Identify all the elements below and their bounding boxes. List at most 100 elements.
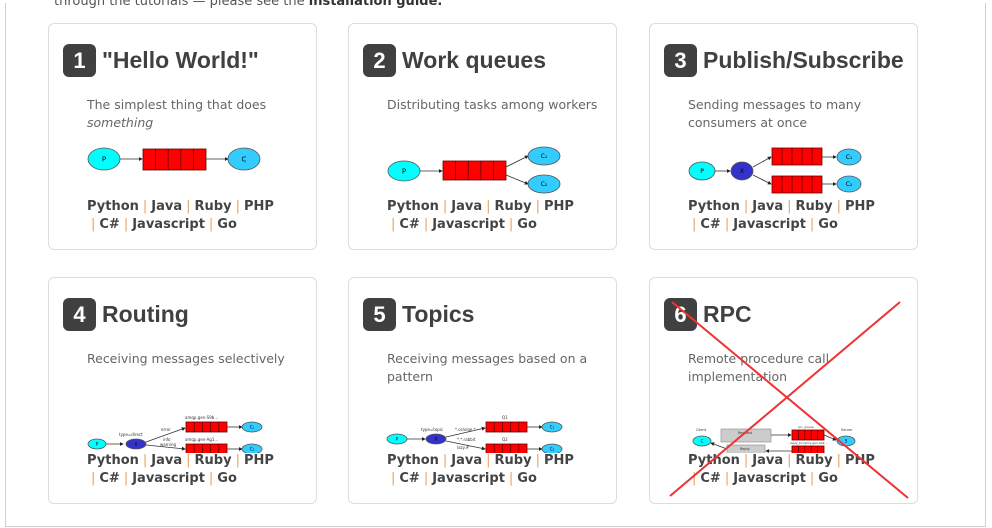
lang-link-python[interactable]: Python — [87, 199, 139, 214]
lang-link-ruby[interactable]: Ruby — [194, 453, 232, 468]
lang-link-go[interactable]: Go — [818, 217, 838, 232]
lang-link-java[interactable]: Java — [752, 453, 784, 468]
lang-link-python[interactable]: Python — [688, 199, 740, 214]
diagram-label: type=direct — [119, 432, 143, 437]
tutorial-number-badge: 4 — [63, 298, 96, 331]
lang-link-php[interactable]: PHP — [543, 453, 574, 468]
diagram-label: Reply — [740, 447, 750, 451]
diagram-label: *.orange.* — [455, 427, 476, 432]
lang-link-python[interactable]: Python — [688, 453, 740, 468]
language-links: Python|Java|Ruby|PHP|C#|Javascript|Go — [688, 452, 913, 488]
lang-link-javascript[interactable]: Javascript — [132, 217, 205, 232]
lang-link-csharp[interactable]: C# — [99, 471, 120, 486]
language-links: Python|Java|Ruby|PHP|C#|Javascript|Go — [387, 198, 612, 234]
tutorial-diagram: ClientCRequestReplyrpc_queuereply_to=amq… — [692, 425, 856, 453]
lang-link-php[interactable]: PHP — [243, 199, 274, 214]
lang-link-csharp[interactable]: C# — [99, 217, 120, 232]
lang-link-php[interactable]: PHP — [243, 453, 274, 468]
diagram-label: amqp.gen-S9b... — [185, 415, 218, 420]
description-text: Distributing tasks among workers — [387, 97, 598, 112]
separator: | — [91, 471, 96, 486]
separator: | — [692, 471, 697, 486]
lang-link-php[interactable]: PHP — [543, 199, 574, 214]
separator: | — [391, 217, 396, 232]
tutorial-title[interactable]: Topics — [402, 301, 475, 327]
tutorial-number-badge: 1 — [63, 44, 96, 77]
separator: | — [235, 199, 240, 214]
separator: | — [809, 217, 815, 232]
tutorial-title[interactable]: Work queues — [402, 47, 546, 73]
separator: | — [423, 217, 429, 232]
diagram-label: warning — [160, 442, 176, 447]
lang-link-csharp[interactable]: C# — [399, 471, 420, 486]
lang-link-ruby[interactable]: Ruby — [795, 453, 833, 468]
lang-link-ruby[interactable]: Ruby — [795, 199, 833, 214]
lang-link-java[interactable]: Java — [451, 453, 483, 468]
lang-link-java[interactable]: Java — [151, 453, 183, 468]
tutorial-title[interactable]: "Hello World!" — [102, 47, 259, 73]
lang-link-javascript[interactable]: Javascript — [432, 217, 505, 232]
lang-link-ruby[interactable]: Ruby — [494, 453, 532, 468]
separator: | — [208, 471, 214, 486]
installation-guide-link[interactable]: installation guide. — [308, 0, 443, 9]
separator: | — [787, 199, 792, 214]
tutorial-title[interactable]: Publish/Subscribe — [703, 47, 904, 73]
intro-text: through the tutorials — please see the i… — [54, 0, 442, 9]
lang-link-php[interactable]: PHP — [844, 199, 875, 214]
node-label: C₂ — [250, 446, 255, 451]
tutorial-title[interactable]: RPC — [703, 301, 752, 327]
tutorial-description: Remote procedure call implementation — [688, 350, 903, 386]
lang-link-ruby[interactable]: Ruby — [494, 199, 532, 214]
language-links: Python|Java|Ruby|PHP|C#|Javascript|Go — [87, 198, 312, 234]
lang-link-ruby[interactable]: Ruby — [194, 199, 232, 214]
node-label: C₁ — [250, 424, 255, 429]
separator: | — [486, 453, 491, 468]
node-label: C₂ — [541, 181, 548, 188]
lang-link-csharp[interactable]: C# — [700, 217, 721, 232]
lang-link-javascript[interactable]: Javascript — [432, 471, 505, 486]
separator: | — [486, 199, 491, 214]
lang-link-javascript[interactable]: Javascript — [733, 217, 806, 232]
lang-link-go[interactable]: Go — [818, 471, 838, 486]
lang-link-javascript[interactable]: Javascript — [733, 471, 806, 486]
separator: | — [142, 199, 148, 214]
lang-link-python[interactable]: Python — [387, 453, 439, 468]
tutorial-title[interactable]: Routing — [102, 301, 189, 327]
node-label: C₁ — [541, 153, 548, 160]
lang-link-go[interactable]: Go — [217, 471, 237, 486]
lang-link-python[interactable]: Python — [387, 199, 439, 214]
diagram-label: error — [161, 427, 171, 432]
lang-link-java[interactable]: Java — [752, 199, 784, 214]
node-label: X — [135, 441, 138, 446]
tutorial-description: The simplest thing that does something — [87, 96, 302, 132]
lang-link-python[interactable]: Python — [87, 453, 139, 468]
lang-link-csharp[interactable]: C# — [700, 471, 721, 486]
lang-link-go[interactable]: Go — [517, 217, 537, 232]
lang-link-java[interactable]: Java — [151, 199, 183, 214]
separator: | — [508, 471, 514, 486]
lang-link-csharp[interactable]: C# — [399, 217, 420, 232]
lang-link-php[interactable]: PHP — [844, 453, 875, 468]
card-heading[interactable]: 1"Hello World!" — [63, 44, 259, 77]
tutorial-description: Sending messages to many consumers at on… — [688, 96, 903, 132]
tutorial-card-1[interactable]: 1"Hello World!" The simplest thing that … — [48, 23, 317, 250]
node-label: C₁ — [846, 154, 853, 161]
separator: | — [692, 217, 697, 232]
lang-link-java[interactable]: Java — [451, 199, 483, 214]
lang-link-go[interactable]: Go — [217, 217, 237, 232]
lang-link-go[interactable]: Go — [517, 471, 537, 486]
lang-link-javascript[interactable]: Javascript — [132, 471, 205, 486]
separator: | — [535, 453, 540, 468]
separator: | — [186, 453, 191, 468]
